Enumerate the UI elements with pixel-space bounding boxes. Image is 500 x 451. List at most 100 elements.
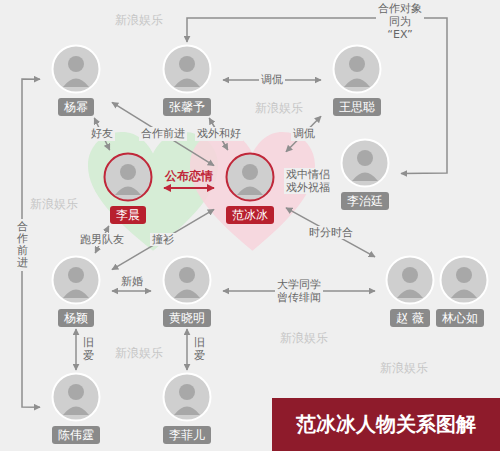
portrait-circle — [105, 154, 152, 201]
portrait-placeholder — [42, 44, 110, 94]
person-node: 杨颖 — [42, 255, 110, 327]
relation-label: 合作前进 — [16, 219, 29, 271]
relation-label: 新婚 — [119, 275, 145, 288]
portrait-head — [68, 267, 84, 283]
name-label: 赵 薇 — [390, 309, 430, 327]
relation-label: 时分时合 — [307, 226, 355, 239]
person-node: 陈伟霆 — [42, 372, 110, 444]
person-node: 李菲儿 — [153, 372, 221, 444]
name-row: 范冰冰 — [216, 206, 284, 224]
portrait-circle — [53, 46, 100, 93]
watermark: 新浪娱乐 — [255, 100, 303, 117]
portrait-circle — [441, 257, 488, 304]
portrait-placeholder — [153, 372, 221, 422]
portrait-head — [120, 164, 136, 180]
person-node: 范冰冰 — [216, 152, 284, 224]
portrait-placeholder — [331, 138, 399, 188]
person-node: 李晨 — [94, 152, 162, 224]
portrait-shoulders — [63, 407, 89, 416]
portrait-placeholder — [216, 152, 284, 202]
portrait-placeholder — [153, 255, 221, 305]
name-row: 张馨予 — [153, 98, 221, 116]
portrait-circle — [53, 257, 100, 304]
portrait-head — [242, 164, 258, 180]
name-row: 李治廷 — [331, 192, 399, 210]
relation-label: 调侃 — [291, 127, 317, 140]
portrait-shoulders — [174, 79, 200, 88]
name-label: 张馨予 — [163, 98, 211, 116]
relation-connector — [286, 116, 321, 151]
portrait-shoulders — [174, 290, 200, 299]
relation-connector — [186, 329, 188, 370]
portrait-shoulders — [63, 290, 89, 299]
relation-connector — [286, 208, 375, 257]
portrait-circle — [164, 257, 211, 304]
portrait-circle — [387, 257, 434, 304]
portrait-shoulders — [451, 290, 477, 299]
name-row: 杨幂 — [42, 98, 110, 116]
name-row: 杨颖 — [42, 309, 110, 327]
name-label: 杨颖 — [58, 309, 94, 327]
portrait-head — [456, 267, 472, 283]
name-label: 李治廷 — [341, 192, 389, 210]
name-label: 林心如 — [436, 309, 484, 327]
name-label: 陈伟霆 — [52, 426, 100, 444]
name-row: 李菲儿 — [153, 426, 221, 444]
portrait-head — [179, 267, 195, 283]
portrait-shoulders — [115, 187, 141, 196]
watermark: 新浪娱乐 — [30, 196, 78, 213]
name-label: 李晨 — [110, 206, 146, 224]
portrait-head — [179, 56, 195, 72]
title-band: 范冰冰人物关系图解 — [272, 398, 500, 451]
name-row: 黄晓明 — [153, 309, 221, 327]
portrait-placeholder — [94, 152, 162, 202]
relation-connector — [75, 329, 77, 370]
name-row: 陈伟霆 — [42, 426, 110, 444]
portrait-circle — [342, 140, 389, 187]
portrait-circle — [164, 374, 211, 421]
portrait-shoulders — [63, 79, 89, 88]
name-label: 王思聪 — [333, 98, 381, 116]
portrait-placeholder — [42, 372, 110, 422]
relation-label: 大学同学 曾传绯闻 — [275, 278, 323, 304]
relation-connector — [164, 187, 214, 189]
relation-label: 调侃 — [259, 73, 285, 86]
portrait-shoulders — [344, 79, 370, 88]
person-node: 李治廷 — [331, 138, 399, 210]
title-text: 范冰冰人物关系图解 — [296, 411, 476, 438]
name-row: 李晨 — [94, 206, 162, 224]
watermark: 新浪娱乐 — [115, 345, 163, 362]
portrait-head — [68, 384, 84, 400]
portrait-circle — [334, 46, 381, 93]
portrait-placeholder — [153, 44, 221, 94]
portrait-head — [68, 56, 84, 72]
name-label: 李菲儿 — [163, 426, 211, 444]
name-row: 赵 薇林心如 — [377, 309, 497, 327]
relation-label: 戏外和好 — [195, 127, 243, 140]
relation-label: 撞衫 — [150, 233, 176, 246]
watermark: 新浪娱乐 — [115, 12, 163, 29]
name-label: 黄晓明 — [163, 309, 211, 327]
portrait-shoulders — [397, 290, 423, 299]
relation-label: 旧爱 — [82, 335, 95, 363]
portrait-shoulders — [174, 407, 200, 416]
name-row: 王思聪 — [323, 98, 391, 116]
relation-label: 合作前进 — [139, 127, 187, 140]
portrait-shoulders — [352, 173, 378, 182]
relation-connector — [112, 290, 151, 292]
name-label: 杨幂 — [58, 98, 94, 116]
person-node: 赵 薇林心如 — [377, 255, 497, 327]
person-node: 黄晓明 — [153, 255, 221, 327]
portrait-head — [357, 150, 373, 166]
relation-label: 公布恋情 — [163, 169, 215, 183]
portrait-head — [402, 267, 418, 283]
person-node: 杨幂 — [42, 44, 110, 116]
relation-label: 好友 — [89, 127, 115, 140]
portrait-placeholder — [42, 255, 110, 305]
relation-label: 戏中情侣 戏外祝福 — [284, 168, 332, 194]
relation-label: 跑男队友 — [78, 233, 126, 246]
relation-label: 合作对象 同为“EX” — [376, 2, 424, 42]
watermark: 新浪娱乐 — [380, 360, 428, 377]
name-label: 范冰冰 — [226, 206, 274, 224]
